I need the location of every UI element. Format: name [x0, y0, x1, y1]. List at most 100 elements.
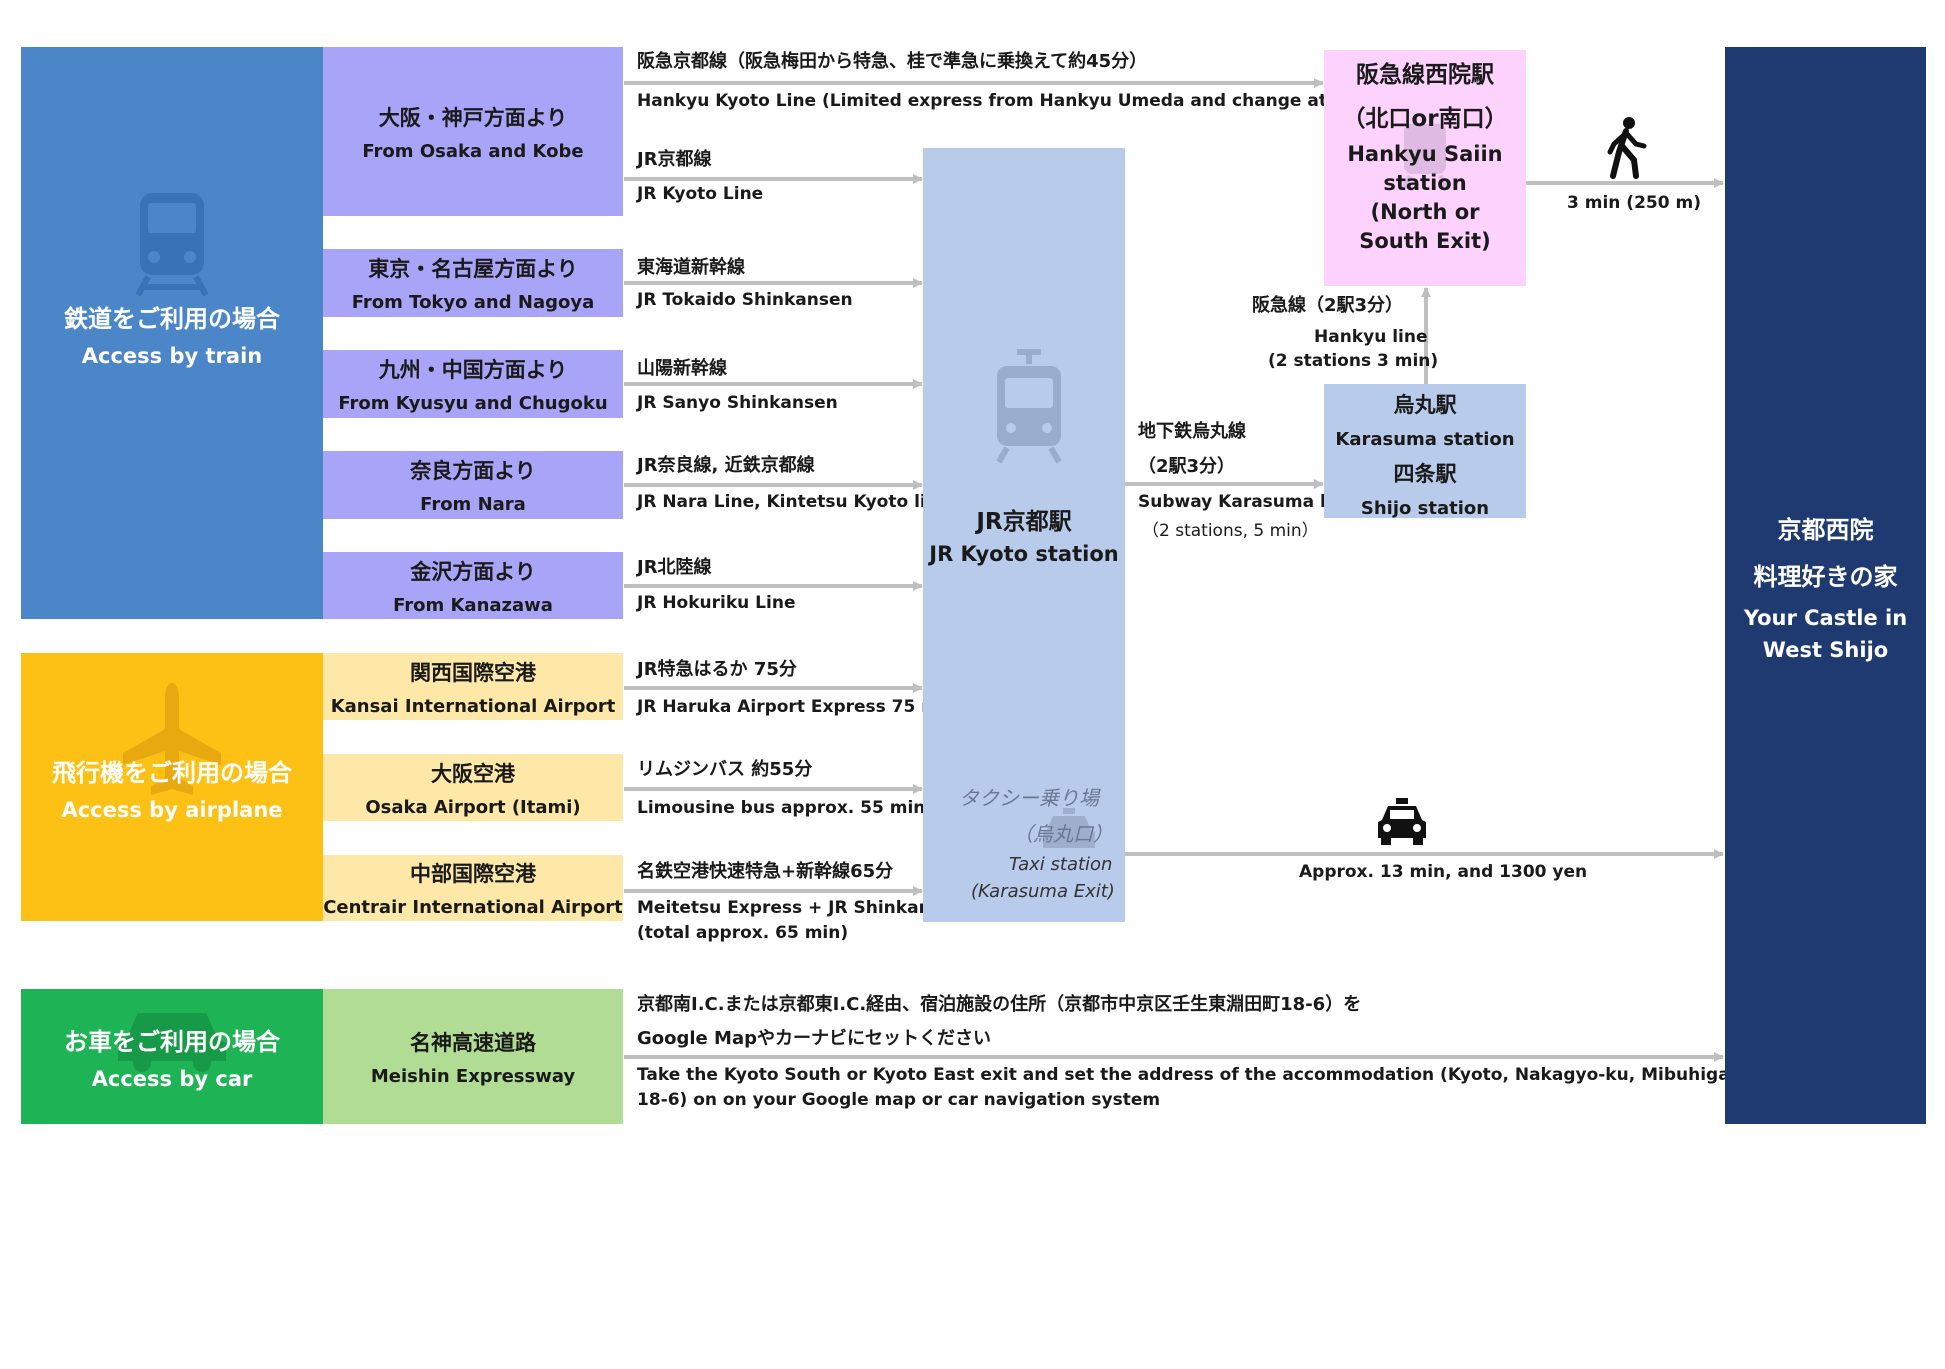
- route-nara-en: JR Nara Line, Kintetsu Kyoto line: [637, 492, 950, 512]
- taxi-icon: [1378, 798, 1426, 845]
- origin-kansai-airport-en: Kansai International Airport: [330, 695, 616, 717]
- route-meitetsu-en2: (total approx. 65 min): [637, 923, 849, 943]
- origin-tokyo-nagoya-en: From Tokyo and Nagoya: [351, 292, 595, 313]
- route-subway-en1: Subway Karasuma line: [1138, 492, 1356, 512]
- route-hokuriku-ja: JR北陸線: [637, 557, 712, 578]
- karasuma-shijo-station: 烏丸駅 Karasuma station 四条駅 Shijo station: [1324, 384, 1526, 519]
- route-meitetsu-ja: 名鉄空港快速特急+新幹線65分: [637, 861, 894, 882]
- origin-kansai-airport: 関西国際空港 Kansai International Airport: [323, 653, 623, 720]
- route-subway-en2: （2 stations, 5 min）: [1142, 521, 1319, 541]
- origin-kansai-airport-ja: 関西国際空港: [410, 660, 536, 685]
- category-airplane-subtitle: Access by airplane: [61, 797, 283, 822]
- taxi-stand-en1: Taxi station: [1009, 854, 1113, 875]
- route-car-ja2: Google Mapやカーナビにセットください: [637, 1028, 991, 1049]
- origin-meishin-en: Meishin Expressway: [370, 1065, 576, 1087]
- origin-centrair-ja: 中部国際空港: [410, 862, 536, 886]
- route-jr-kyoto-line-ja: JR京都線: [637, 149, 712, 170]
- category-airplane: 飛行機をご利用の場合 Access by airplane: [21, 653, 323, 921]
- destination-ja2: 料理好きの家: [1753, 562, 1898, 591]
- route-haruka-en: JR Haruka Airport Express 75 min: [637, 697, 957, 717]
- train-icon: [1401, 124, 1449, 190]
- origin-osaka-kobe-en: From Osaka and Kobe: [362, 140, 584, 162]
- origin-osaka-kobe: 大阪・神戸方面より From Osaka and Kobe: [323, 47, 623, 216]
- origin-kanazawa: 金沢方面より From Kanazawa: [323, 552, 623, 619]
- category-car-subtitle: Access by car: [91, 1067, 253, 1091]
- karasuma-en: Karasuma station: [1335, 429, 1515, 450]
- route-hankyu-line-ja: 阪急線（2駅3分）: [1252, 295, 1404, 316]
- route-car-ja1: 京都南I.C.または京都東I.C.経由、宿泊施設の住所（京都市中京区壬生東淵田町…: [637, 994, 1362, 1015]
- route-subway-ja1: 地下鉄烏丸線: [1138, 421, 1246, 442]
- jr-kyoto-station-en: JR Kyoto station: [929, 542, 1119, 566]
- route-hokuriku-en: JR Hokuriku Line: [637, 593, 796, 613]
- hankyu-saiin-station: 阪急線西院駅 （北口or南口） Hankyu Saiin station (No…: [1324, 50, 1526, 286]
- category-car: お車をご利用の場合 Access by car: [21, 989, 323, 1124]
- hankyu-saiin-en2: station: [1383, 171, 1467, 195]
- destination-en2: West Shijo: [1762, 637, 1889, 662]
- origin-tokyo-nagoya-ja: 東京・名古屋方面より: [368, 257, 578, 281]
- route-hankyu-line-en1: Hankyu line: [1314, 327, 1428, 347]
- jr-kyoto-station-ja: JR京都駅: [976, 509, 1072, 535]
- hankyu-saiin-ja1: 阪急線西院駅: [1356, 62, 1494, 88]
- route-limousine-en: Limousine bus approx. 55 min: [637, 798, 926, 818]
- origin-kyusyu-chugoku-ja: 九州・中国方面より: [378, 358, 568, 382]
- origin-kyusyu-chugoku-en: From Kyusyu and Chugoku: [338, 393, 608, 414]
- route-jr-kyoto-line-en: JR Kyoto Line: [637, 184, 764, 204]
- route-sanyo-ja: 山陽新幹線: [637, 358, 727, 379]
- origin-kanazawa-en: From Kanazawa: [393, 594, 553, 616]
- walking-person-icon: [1607, 117, 1647, 179]
- taxi-stand-en2: (Karasuma Exit): [971, 881, 1115, 902]
- route-hankyu-kyoto-en: Hankyu Kyoto Line (Limited express from …: [637, 91, 1416, 111]
- origin-centrair-en: Centrair International Airport: [323, 897, 623, 918]
- category-train-subtitle: Access by train: [81, 343, 263, 368]
- origin-osaka-airport-en: Osaka Airport (Itami): [365, 796, 581, 818]
- origin-osaka-kobe-ja: 大阪・神戸方面より: [378, 105, 568, 130]
- origin-nara-en: From Nara: [420, 494, 526, 515]
- hankyu-saiin-en4: South Exit): [1359, 229, 1491, 253]
- destination: 京都西院 料理好きの家 Your Castle in West Shijo: [1725, 47, 1926, 1124]
- origin-osaka-airport: 大阪空港 Osaka Airport (Itami): [323, 754, 623, 821]
- train-icon: [135, 193, 209, 297]
- route-haruka-ja: JR特急はるか 75分: [637, 659, 797, 680]
- category-airplane-title: 飛行機をご利用の場合: [52, 758, 292, 787]
- destination-en1: Your Castle in: [1743, 605, 1908, 630]
- hankyu-saiin-en1: Hankyu Saiin: [1347, 142, 1503, 166]
- origin-nara-ja: 奈良方面より: [410, 459, 536, 483]
- route-limousine-ja: リムジンバス 約55分: [637, 759, 813, 780]
- route-hankyu-line-en2: (2 stations 3 min): [1268, 351, 1439, 371]
- category-train-title: 鉄道をご利用の場合: [64, 304, 280, 333]
- route-taxi-label: Approx. 13 min, and 1300 yen: [1299, 862, 1588, 882]
- shijo-ja: 四条駅: [1393, 462, 1457, 486]
- origin-nara: 奈良方面より From Nara: [323, 451, 623, 519]
- origin-osaka-airport-ja: 大阪空港: [431, 761, 515, 786]
- taxi-stand-ja1: タクシー乗り場: [959, 786, 1099, 810]
- karasuma-ja: 烏丸駅: [1393, 393, 1457, 417]
- taxi-stand-icon: [1043, 808, 1095, 848]
- hankyu-saiin-en3: (North or: [1370, 200, 1480, 224]
- hankyu-saiin-ja2: （北口or南口）: [1342, 106, 1508, 132]
- origin-centrair: 中部国際空港 Centrair International Airport: [323, 855, 623, 921]
- route-car-en2: 18-6) on on your Google map or car navig…: [637, 1090, 1161, 1110]
- category-train: 鉄道をご利用の場合 Access by train: [21, 47, 323, 619]
- destination-ja1: 京都西院: [1777, 515, 1874, 544]
- category-car-title: お車をご利用の場合: [64, 1028, 280, 1056]
- route-sanyo-en: JR Sanyo Shinkansen: [637, 393, 838, 413]
- taxi-stand-ja2: （烏丸口）: [1013, 822, 1113, 846]
- route-subway-ja2: （2駅3分）: [1138, 456, 1236, 477]
- route-tokaido-ja: 東海道新幹線: [637, 257, 745, 278]
- route-tokaido-en: JR Tokaido Shinkansen: [637, 290, 853, 310]
- route-walk-label: 3 min (250 m): [1567, 193, 1701, 213]
- origin-meishin-ja: 名神高速道路: [410, 1030, 536, 1055]
- origin-kyusyu-chugoku: 九州・中国方面より From Kyusyu and Chugoku: [323, 350, 623, 418]
- jr-kyoto-station: JR京都駅 JR Kyoto station タクシー乗り場 （烏丸口） Tax…: [923, 148, 1125, 922]
- route-meitetsu-en1: Meitetsu Express + JR Shinkansen: [637, 898, 965, 918]
- origin-kanazawa-ja: 金沢方面より: [410, 559, 536, 584]
- route-hankyu-kyoto-ja: 阪急京都線（阪急梅田から特急、桂で準急に乗換えて約45分）: [637, 51, 1148, 72]
- shijo-en: Shijo station: [1360, 498, 1490, 519]
- route-car-en1: Take the Kyoto South or Kyoto East exit …: [637, 1065, 1863, 1085]
- tram-icon: [996, 349, 1062, 464]
- route-nara-ja: JR奈良線, 近鉄京都線: [637, 455, 815, 476]
- origin-tokyo-nagoya: 東京・名古屋方面より From Tokyo and Nagoya: [323, 249, 623, 317]
- airplane-icon: [123, 683, 221, 795]
- origin-meishin: 名神高速道路 Meishin Expressway: [323, 989, 623, 1124]
